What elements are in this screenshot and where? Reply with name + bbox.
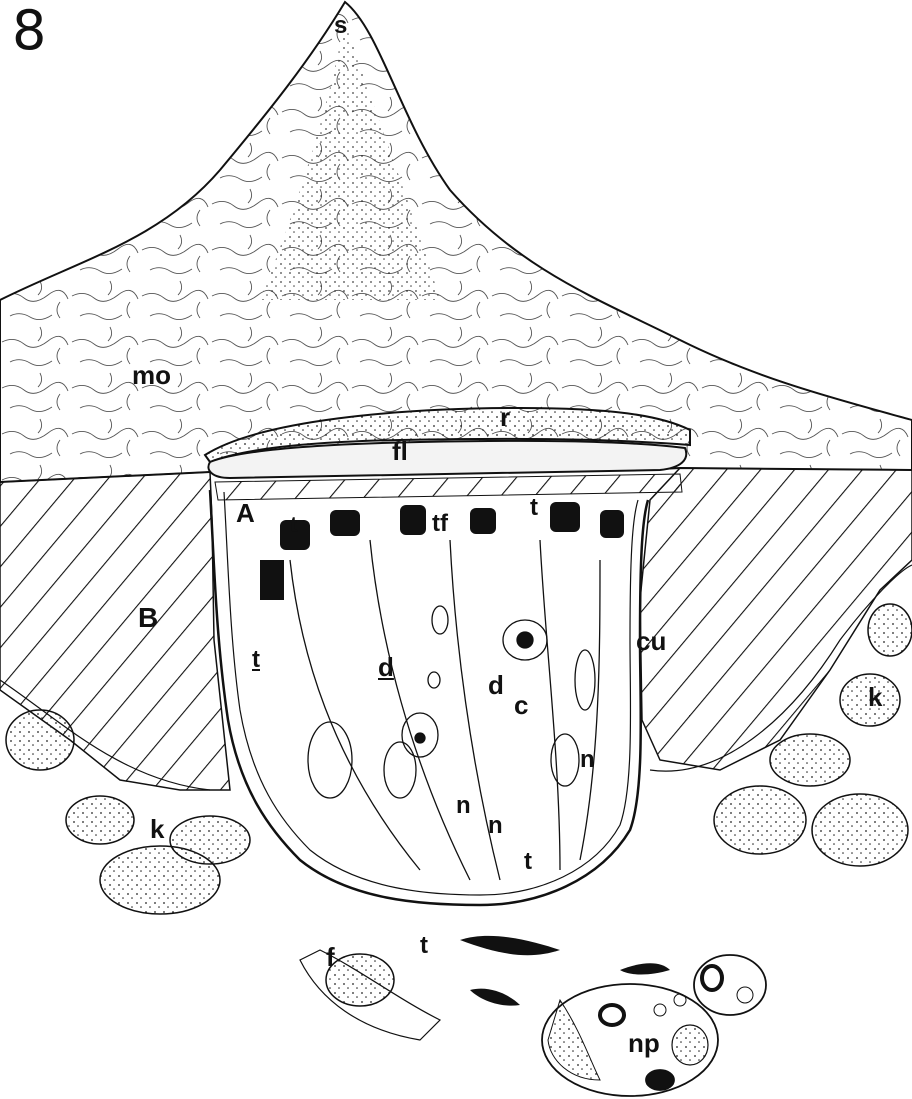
label-t2: t bbox=[530, 496, 538, 520]
label-n1: n bbox=[580, 748, 595, 772]
label-t1: t bbox=[290, 514, 297, 536]
label-t4: t bbox=[524, 850, 532, 874]
label-B: B bbox=[138, 604, 158, 632]
label-r: r bbox=[500, 404, 510, 430]
label-d1: d bbox=[378, 654, 394, 680]
label-f: f bbox=[326, 944, 335, 970]
pit-cells bbox=[290, 540, 600, 880]
label-cu: cu bbox=[636, 628, 666, 654]
nerve-profile bbox=[542, 955, 766, 1096]
label-A: A bbox=[236, 500, 255, 526]
label-k2: k bbox=[868, 684, 882, 710]
label-n3: n bbox=[488, 814, 503, 838]
label-k1: k bbox=[150, 816, 164, 842]
label-fl: fl bbox=[392, 438, 408, 464]
label-tf: tf bbox=[432, 512, 448, 536]
label-n2: n bbox=[456, 794, 471, 818]
label-c: c bbox=[514, 692, 528, 718]
label-d2: d bbox=[488, 672, 504, 698]
label-s: s bbox=[334, 14, 347, 38]
figure-number: 8 bbox=[12, 4, 46, 58]
label-t3: t bbox=[252, 648, 260, 672]
label-t5: t bbox=[420, 934, 428, 958]
label-mo: mo bbox=[132, 362, 171, 388]
dark-fragments bbox=[460, 936, 670, 1006]
label-np: np bbox=[628, 1030, 660, 1056]
pit-wall bbox=[210, 490, 648, 905]
